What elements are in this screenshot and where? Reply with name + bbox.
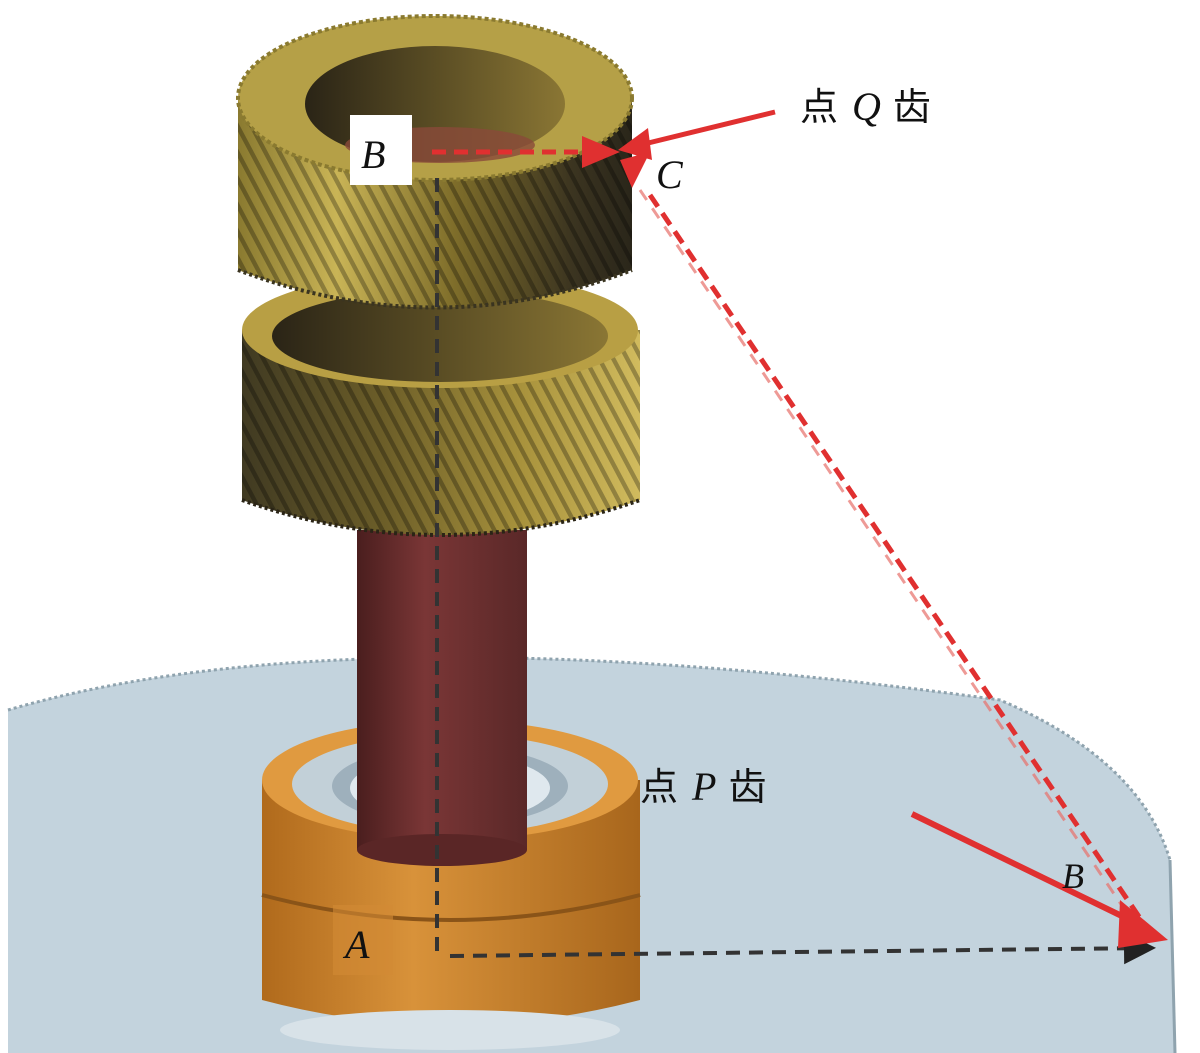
long-diagonal-dashed-line [647, 193, 1151, 932]
radius-arrow-head [582, 136, 620, 168]
label-b-top-box [350, 115, 412, 185]
axis-horizontal-line [449, 932, 1156, 965]
label-c: C [656, 152, 684, 197]
label-b-top: B [361, 132, 385, 177]
point-b-arrow-head [1118, 900, 1168, 948]
long-diagonal-dashed-line-2 [638, 189, 1137, 926]
upper-gear [236, 14, 634, 310]
lower-gear [241, 272, 641, 537]
label-point-q: 点 Q 齿 [800, 84, 931, 129]
shaft [357, 530, 527, 850]
label-a: A [342, 922, 370, 967]
point-q-arrow-head [618, 128, 652, 160]
point-b-arrow [910, 811, 1132, 923]
label-point-p: 点 P 齿 [640, 764, 766, 809]
point-q-arrow [639, 109, 776, 148]
label-a-box [333, 905, 393, 975]
label-b-right: B [1062, 856, 1084, 896]
point-c-arrow-head [620, 152, 650, 188]
